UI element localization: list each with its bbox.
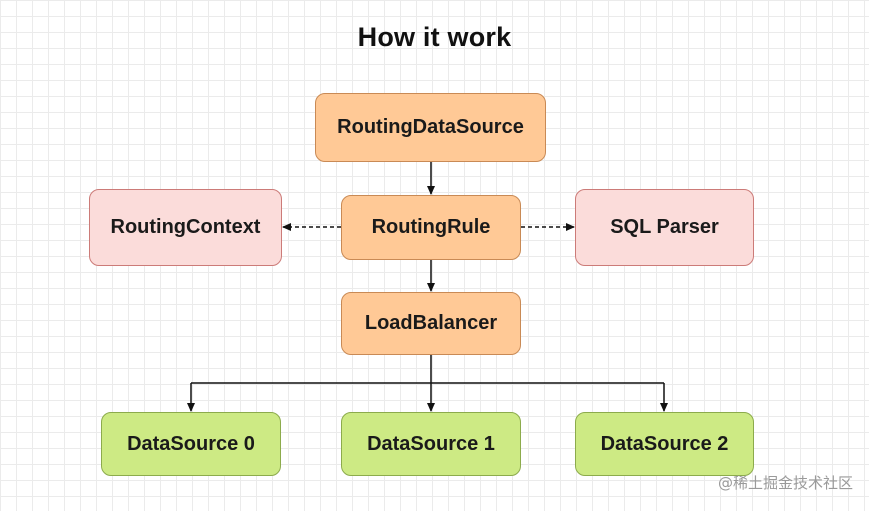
node-routing-data-source: RoutingDataSource bbox=[315, 93, 546, 162]
node-data-source-2: DataSource 2 bbox=[575, 412, 754, 476]
node-routing-context: RoutingContext bbox=[89, 189, 282, 266]
node-data-source-1: DataSource 1 bbox=[341, 412, 521, 476]
node-sql-parser: SQL Parser bbox=[575, 189, 754, 266]
node-data-source-0: DataSource 0 bbox=[101, 412, 281, 476]
diagram-title: How it work bbox=[357, 22, 512, 52]
watermark-text: @稀土掘金技术社区 bbox=[717, 474, 853, 492]
node-routing-rule: RoutingRule bbox=[341, 195, 521, 260]
node-load-balancer: LoadBalancer bbox=[341, 292, 521, 355]
